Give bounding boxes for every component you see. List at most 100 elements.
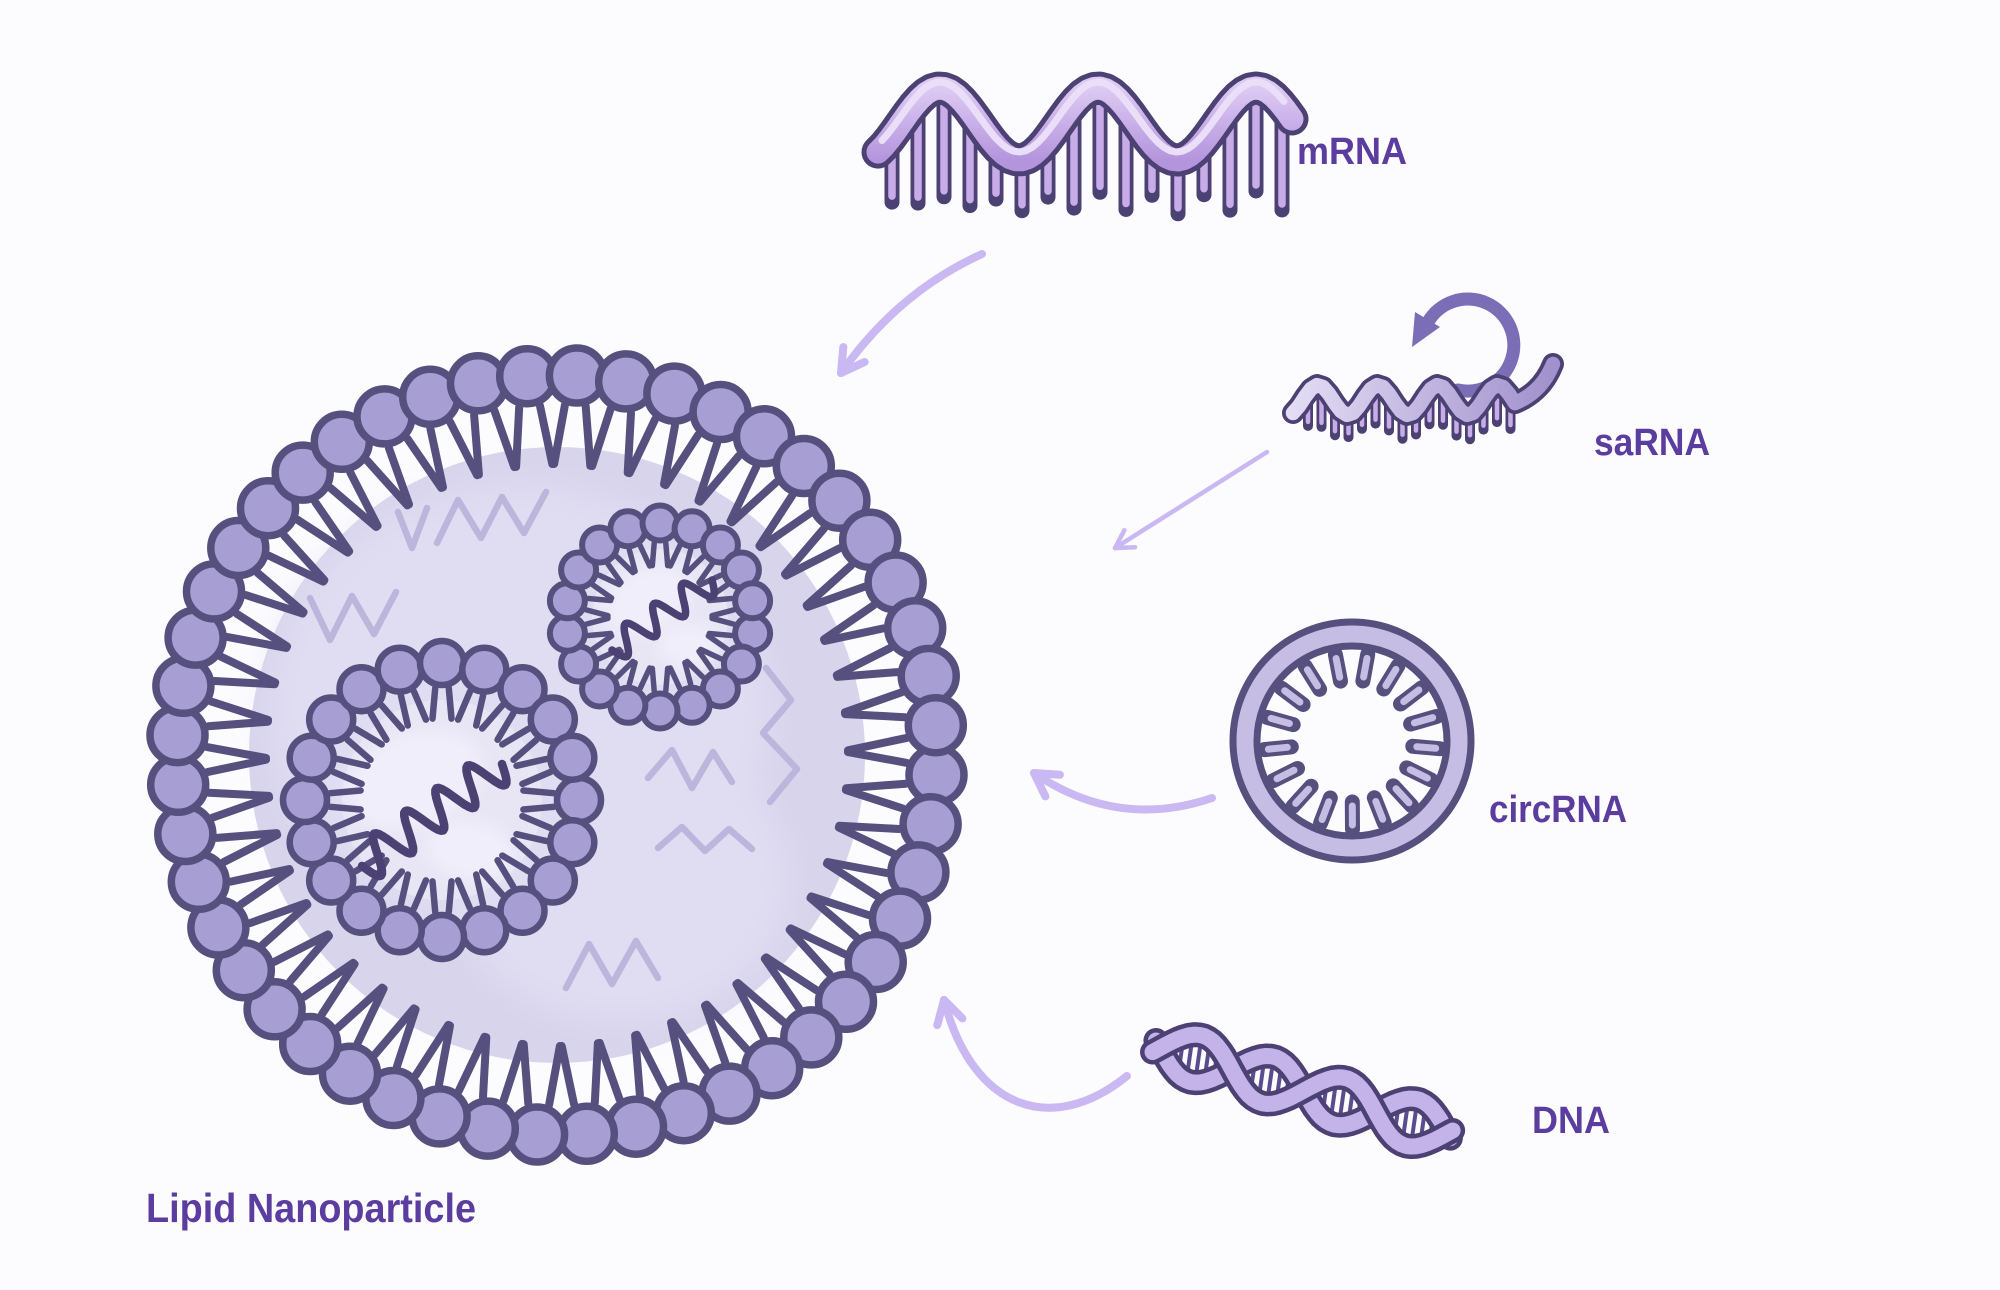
lipid-tail bbox=[705, 633, 730, 652]
dna-helix bbox=[1140, 1022, 1466, 1160]
lipid-tail bbox=[378, 702, 406, 732]
lipid-head bbox=[286, 732, 337, 783]
cargo-squiggle bbox=[433, 488, 550, 547]
lipid-tail bbox=[550, 401, 569, 468]
lipid-tail bbox=[782, 544, 844, 580]
arrow-circrna-to-lnp-head bbox=[1030, 769, 1050, 801]
lipid-tail bbox=[203, 755, 270, 777]
lipid-head bbox=[459, 644, 510, 695]
lipid-tail bbox=[210, 677, 279, 689]
lipid-tail bbox=[397, 871, 412, 908]
arrow-dna-to-lnp bbox=[940, 996, 1131, 1112]
lipid-head bbox=[305, 855, 357, 906]
lipid-tail bbox=[344, 736, 374, 764]
rna-coil bbox=[608, 576, 718, 661]
lipid-tail bbox=[661, 430, 703, 490]
lipid-head bbox=[459, 905, 510, 956]
circrna-base-tick-fill bbox=[1413, 743, 1440, 752]
lipid-tail bbox=[265, 551, 328, 586]
lipid-tail bbox=[684, 658, 706, 680]
lnp-outer-monolayer bbox=[146, 344, 968, 1166]
lipid-nanoparticle-label: Lipid Nanoparticle bbox=[146, 1185, 476, 1231]
inner-vesicle-small bbox=[546, 502, 774, 732]
lipid-tail bbox=[429, 878, 439, 916]
lipid-tail bbox=[232, 609, 292, 651]
lipid-tail bbox=[832, 644, 895, 680]
lipid-head bbox=[607, 508, 649, 550]
lipid-tail bbox=[317, 960, 359, 1019]
lipid-head bbox=[527, 694, 579, 745]
lipid-tail bbox=[684, 554, 706, 576]
lipid-tail bbox=[706, 630, 735, 639]
vesicle-blob bbox=[605, 565, 691, 635]
lipid-tail bbox=[213, 829, 281, 842]
lipid-tail bbox=[429, 684, 439, 722]
lipid-tail bbox=[333, 983, 387, 1032]
lipid-tail bbox=[353, 984, 388, 1047]
lipid-tail bbox=[499, 852, 532, 875]
lipid-head bbox=[336, 885, 387, 937]
lipid-tail bbox=[786, 924, 849, 959]
lipid-head bbox=[547, 732, 598, 783]
lipid-head bbox=[374, 905, 425, 956]
lipid-tail bbox=[478, 702, 506, 732]
lipid-tail bbox=[781, 524, 828, 579]
lipid-tail bbox=[203, 743, 270, 762]
dna-strand bbox=[1144, 1026, 1461, 1155]
lipid-tail bbox=[236, 866, 294, 909]
lipid-tail bbox=[755, 491, 797, 550]
lipid-tail bbox=[454, 688, 474, 723]
lipid-tail bbox=[205, 788, 273, 800]
lipid-tail bbox=[326, 484, 381, 531]
lipid-tail bbox=[363, 456, 412, 510]
lipid-tail bbox=[519, 768, 554, 788]
lipid-tail bbox=[840, 688, 906, 717]
circrna-base-tick-fill bbox=[1406, 766, 1431, 782]
lipid-tail bbox=[760, 954, 803, 1012]
lipid-head bbox=[553, 774, 605, 826]
lipid-head bbox=[547, 817, 598, 868]
dna-label: DNA bbox=[1532, 1100, 1610, 1142]
circrna-ring-icon bbox=[1229, 618, 1475, 864]
arrow-circrna-to-lnp bbox=[1030, 769, 1216, 814]
circrna-base-tick-fill bbox=[1372, 798, 1387, 823]
cargo-squiggle bbox=[759, 664, 801, 806]
circrna-base-tick-fill bbox=[1303, 666, 1321, 690]
lipid-tail bbox=[807, 892, 873, 919]
lipid-tail bbox=[519, 1040, 533, 1108]
lipid-tail bbox=[520, 803, 558, 813]
lipid-tail bbox=[841, 710, 909, 722]
lipid-tail bbox=[344, 836, 374, 864]
lipid-tail bbox=[682, 546, 694, 575]
lipid-tail bbox=[367, 710, 390, 743]
lipid-tail bbox=[499, 1039, 526, 1105]
cargo-squiggle bbox=[394, 504, 431, 552]
lipid-tail bbox=[632, 1030, 668, 1093]
lipid-tail bbox=[445, 878, 455, 916]
lipid-tail bbox=[246, 899, 311, 928]
mrna-strand-highlight bbox=[878, 78, 1288, 156]
lipid-tail bbox=[470, 411, 483, 479]
lipid-tail bbox=[785, 925, 834, 979]
lipid-tail bbox=[663, 540, 671, 569]
circrna-label: circRNA bbox=[1489, 789, 1627, 831]
circrna-base-tick-fill bbox=[1410, 714, 1437, 727]
self-amplify-arrowhead bbox=[1412, 312, 1440, 347]
lipid-tail bbox=[588, 405, 615, 471]
circrna-base-tick-fill bbox=[1400, 686, 1423, 706]
lipid-head bbox=[639, 690, 681, 732]
lipid-tail bbox=[513, 755, 550, 770]
lipid-tail bbox=[204, 717, 272, 731]
circrna-base-tick-fill bbox=[1332, 655, 1344, 681]
lipid-tail bbox=[207, 697, 273, 724]
lipid-tail bbox=[397, 692, 412, 729]
sarna-strand bbox=[1285, 356, 1561, 423]
lipid-nanoparticle-icon bbox=[146, 344, 968, 1166]
lipid-tail bbox=[822, 859, 882, 901]
lipid-tail bbox=[280, 531, 329, 585]
lipid-tail bbox=[663, 665, 671, 694]
lipid-tail bbox=[590, 1039, 602, 1107]
arrow-mrna-to-lnp bbox=[837, 250, 986, 377]
lipid-tail bbox=[581, 402, 595, 470]
